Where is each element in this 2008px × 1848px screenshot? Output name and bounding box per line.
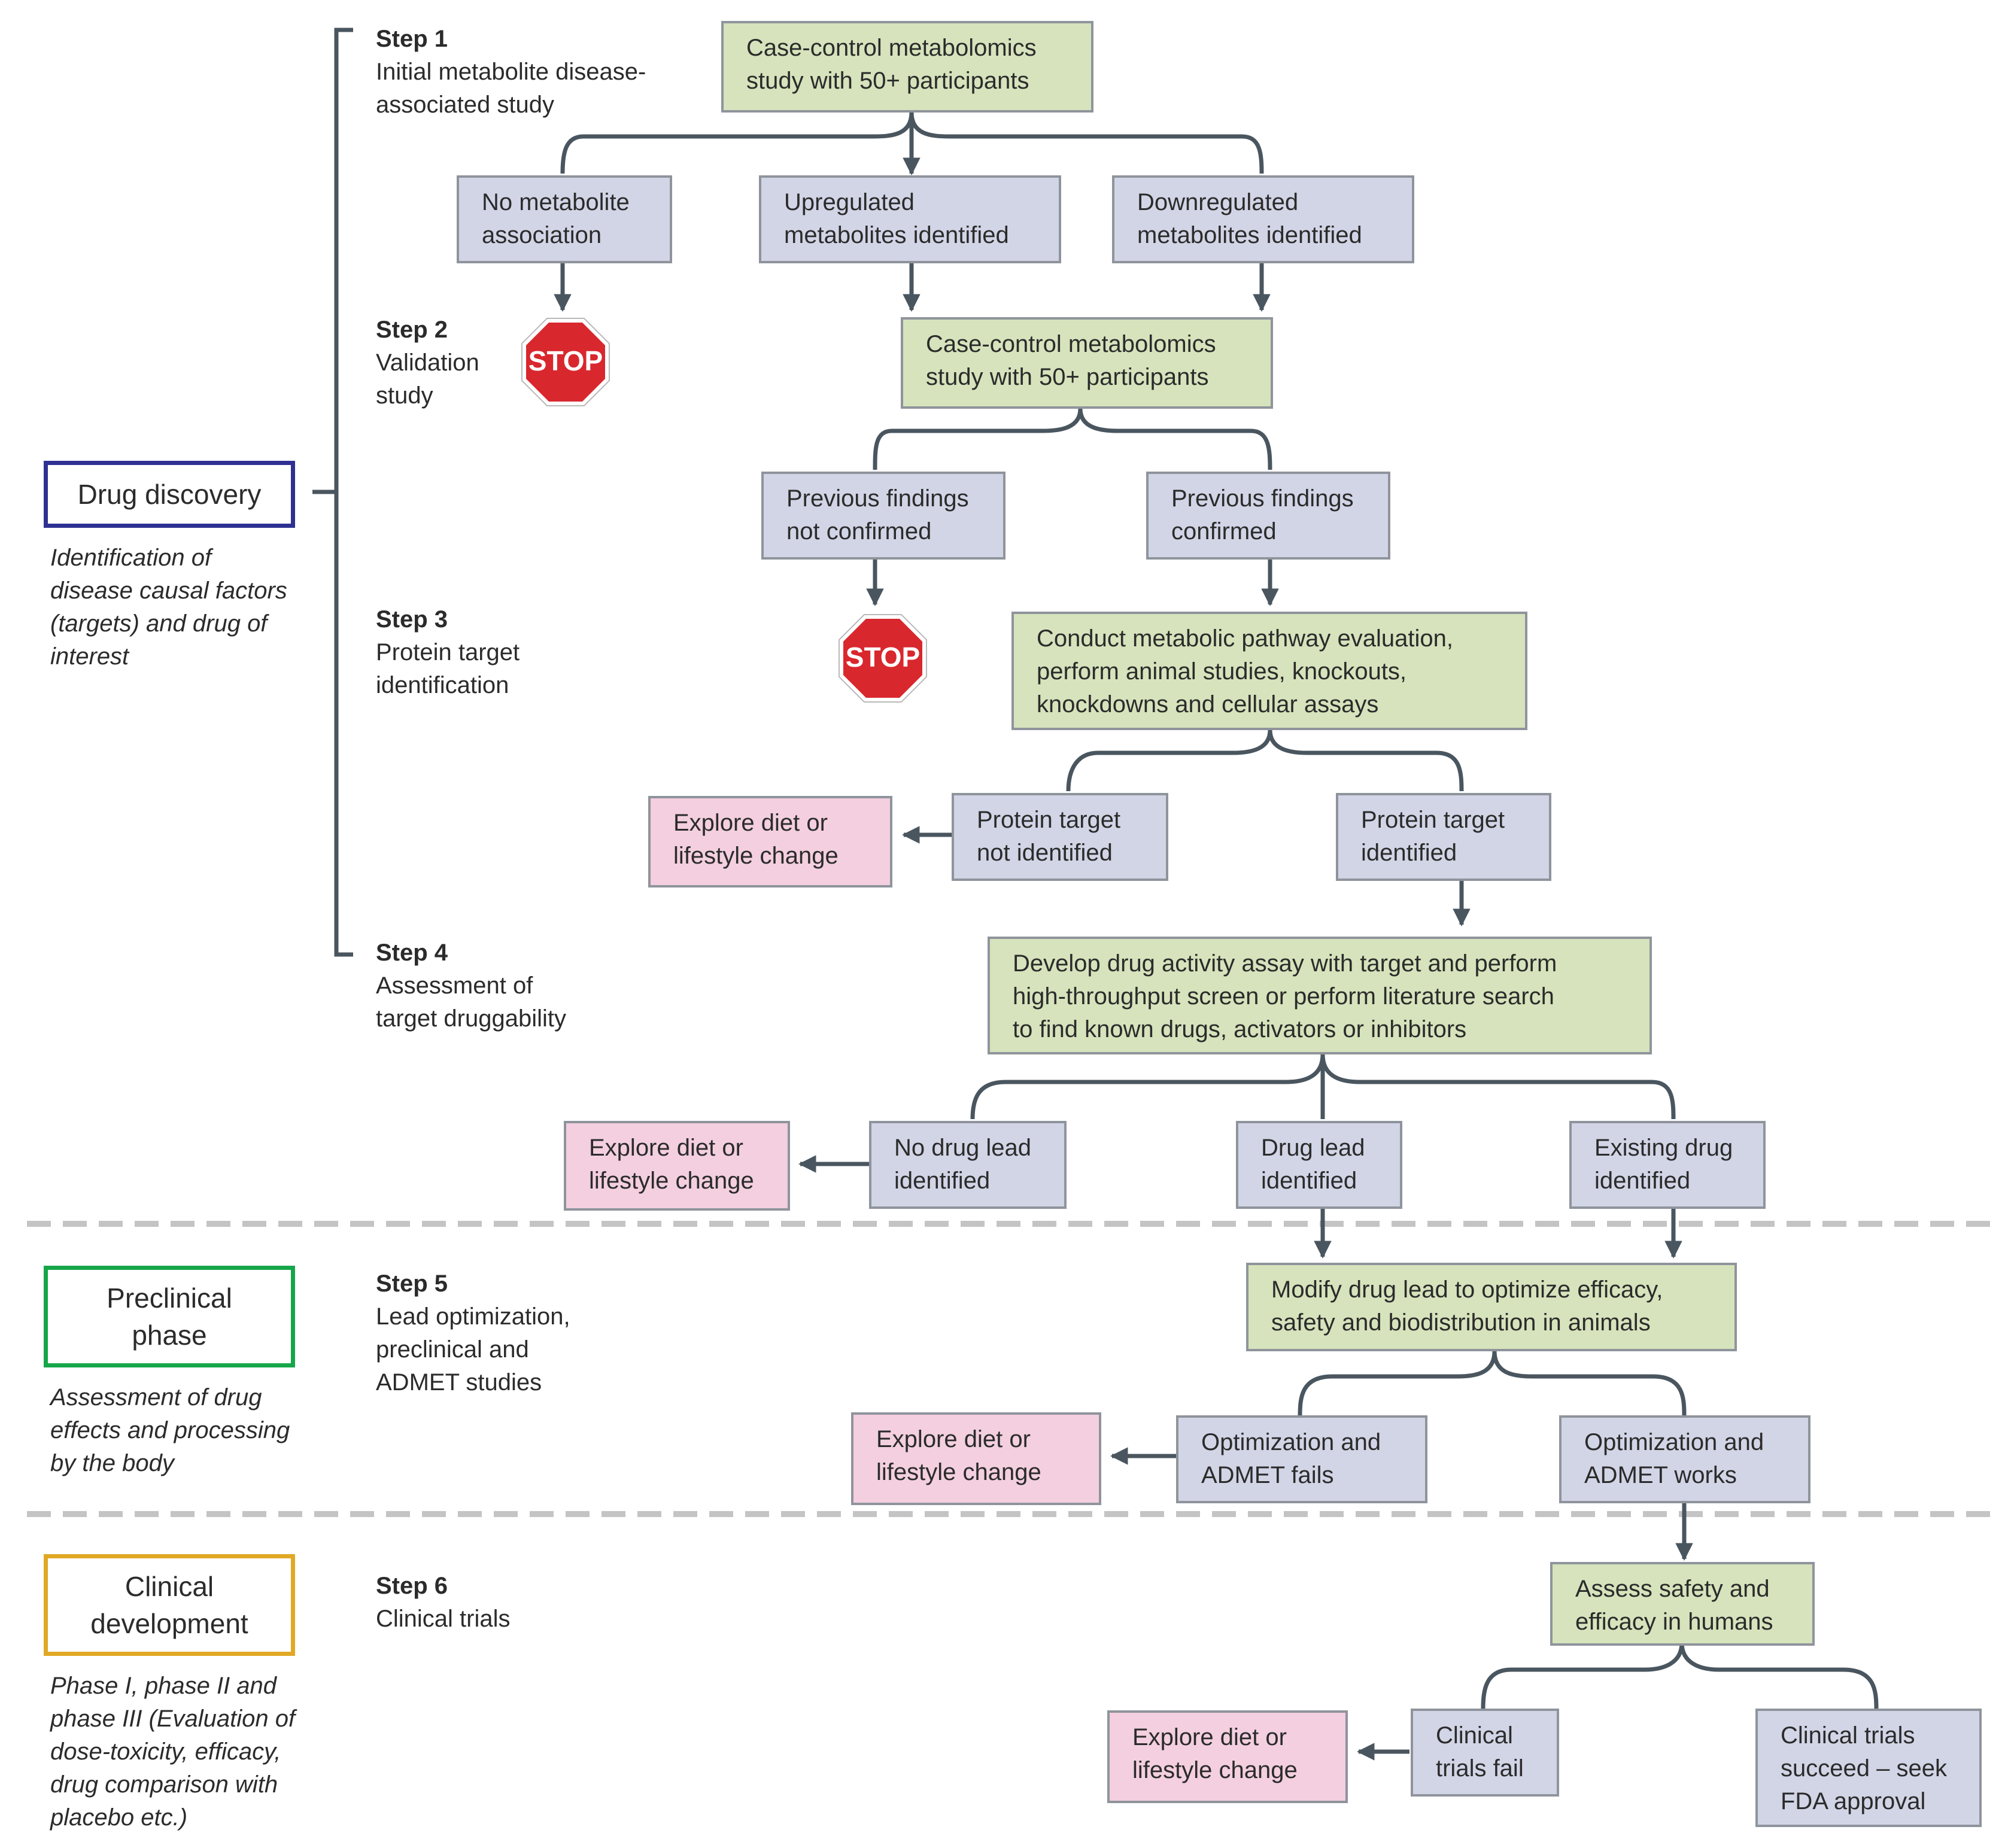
case-control-study-box: Case-control metabolomics study with 50+… xyxy=(721,21,1093,113)
phase-drug-discovery: Drug discovery xyxy=(44,461,295,528)
assess-humans-box: Assess safety and efficacy in humans xyxy=(1550,1562,1815,1646)
modify-drug-lead-box: Modify drug lead to optimize efficacy, s… xyxy=(1246,1263,1737,1351)
findings-confirmed-box: Previous findings confirmed xyxy=(1146,472,1390,560)
drug-activity-assay-box: Develop drug activity assay with target … xyxy=(988,937,1652,1054)
step-number: Step 4 xyxy=(376,940,448,966)
stop-sign-label: STOP xyxy=(528,345,603,376)
step-number: Step 1 xyxy=(376,26,448,52)
stop-sign-icon: STOP xyxy=(521,318,610,406)
phase-preclinical: Preclinical phase xyxy=(44,1266,295,1367)
step-description: Initial metabolite disease- associated s… xyxy=(376,59,646,118)
downregulated-metabolites-box: Downregulated metabolites identified xyxy=(1112,175,1414,263)
phase-clinical-development: Clinical development xyxy=(44,1554,295,1656)
findings-not-confirmed-box: Previous findings not confirmed xyxy=(761,472,1005,560)
connectors xyxy=(554,112,1879,1761)
bracket xyxy=(312,28,353,957)
stop-sign-icon: STOP xyxy=(839,614,927,703)
phase-clinical-description: Phase I, phase II and phase III (Evaluat… xyxy=(50,1673,296,1831)
no-drug-lead-box: No drug lead identified xyxy=(869,1121,1067,1209)
step-3-label: Step 3 Protein target identification xyxy=(376,603,520,702)
step-4-label: Step 4 Assessment of target druggability xyxy=(376,937,566,1035)
step-number: Step 2 xyxy=(376,317,448,343)
clinical-trials-succeed-box: Clinical trials succeed – seek FDA appro… xyxy=(1755,1709,1982,1827)
protein-target-identified-box: Protein target identified xyxy=(1336,793,1551,881)
step-description: Clinical trials xyxy=(376,1606,511,1632)
step-description: Lead optimization, preclinical and ADMET… xyxy=(376,1303,570,1396)
protein-target-not-identified-box: Protein target not identified xyxy=(952,793,1168,881)
step-number: Step 3 xyxy=(376,606,448,633)
clinical-trials-fail-box: Clinical trials fail xyxy=(1411,1709,1559,1797)
phase-drug-discovery-description: Identification of disease causal factors… xyxy=(50,545,287,670)
phase-separators xyxy=(27,1221,1993,1517)
stop-sign-label: STOP xyxy=(846,642,920,673)
explore-diet-box: Explore diet or lifestyle change xyxy=(851,1412,1101,1505)
step-1-label: Step 1 Initial metabolite disease- associ… xyxy=(376,23,646,121)
explore-diet-box: Explore diet or lifestyle change xyxy=(1107,1710,1348,1803)
step-5-label: Step 5 Lead optimization, preclinical and… xyxy=(376,1268,570,1399)
drug-lead-identified-box: Drug lead identified xyxy=(1236,1121,1402,1209)
step-6-label: Step 6 Clinical trials xyxy=(376,1570,511,1636)
admet-fails-box: Optimization and ADMET fails xyxy=(1176,1415,1427,1503)
step-description: Protein target identification xyxy=(376,639,520,698)
existing-drug-box: Existing drug identified xyxy=(1569,1121,1766,1209)
step-number: Step 5 xyxy=(376,1270,448,1297)
step-description: Assessment of target druggability xyxy=(376,972,566,1032)
explore-diet-box: Explore diet or lifestyle change xyxy=(648,796,892,887)
step-2-label: Step 2 Validation study xyxy=(376,314,479,412)
step-number: Step 6 xyxy=(376,1573,448,1599)
upregulated-metabolites-box: Upregulated metabolites identified xyxy=(759,175,1061,263)
pathway-evaluation-box: Conduct metabolic pathway evaluation, pe… xyxy=(1011,612,1527,730)
explore-diet-box: Explore diet or lifestyle change xyxy=(564,1121,790,1211)
validation-study-box: Case-control metabolomics study with 50+… xyxy=(901,317,1273,409)
step-description: Validation study xyxy=(376,349,479,409)
phase-preclinical-description: Assessment of drug effects and processin… xyxy=(50,1384,290,1476)
admet-works-box: Optimization and ADMET works xyxy=(1559,1415,1810,1503)
no-metabolite-association-box: No metabolite association xyxy=(457,175,672,263)
